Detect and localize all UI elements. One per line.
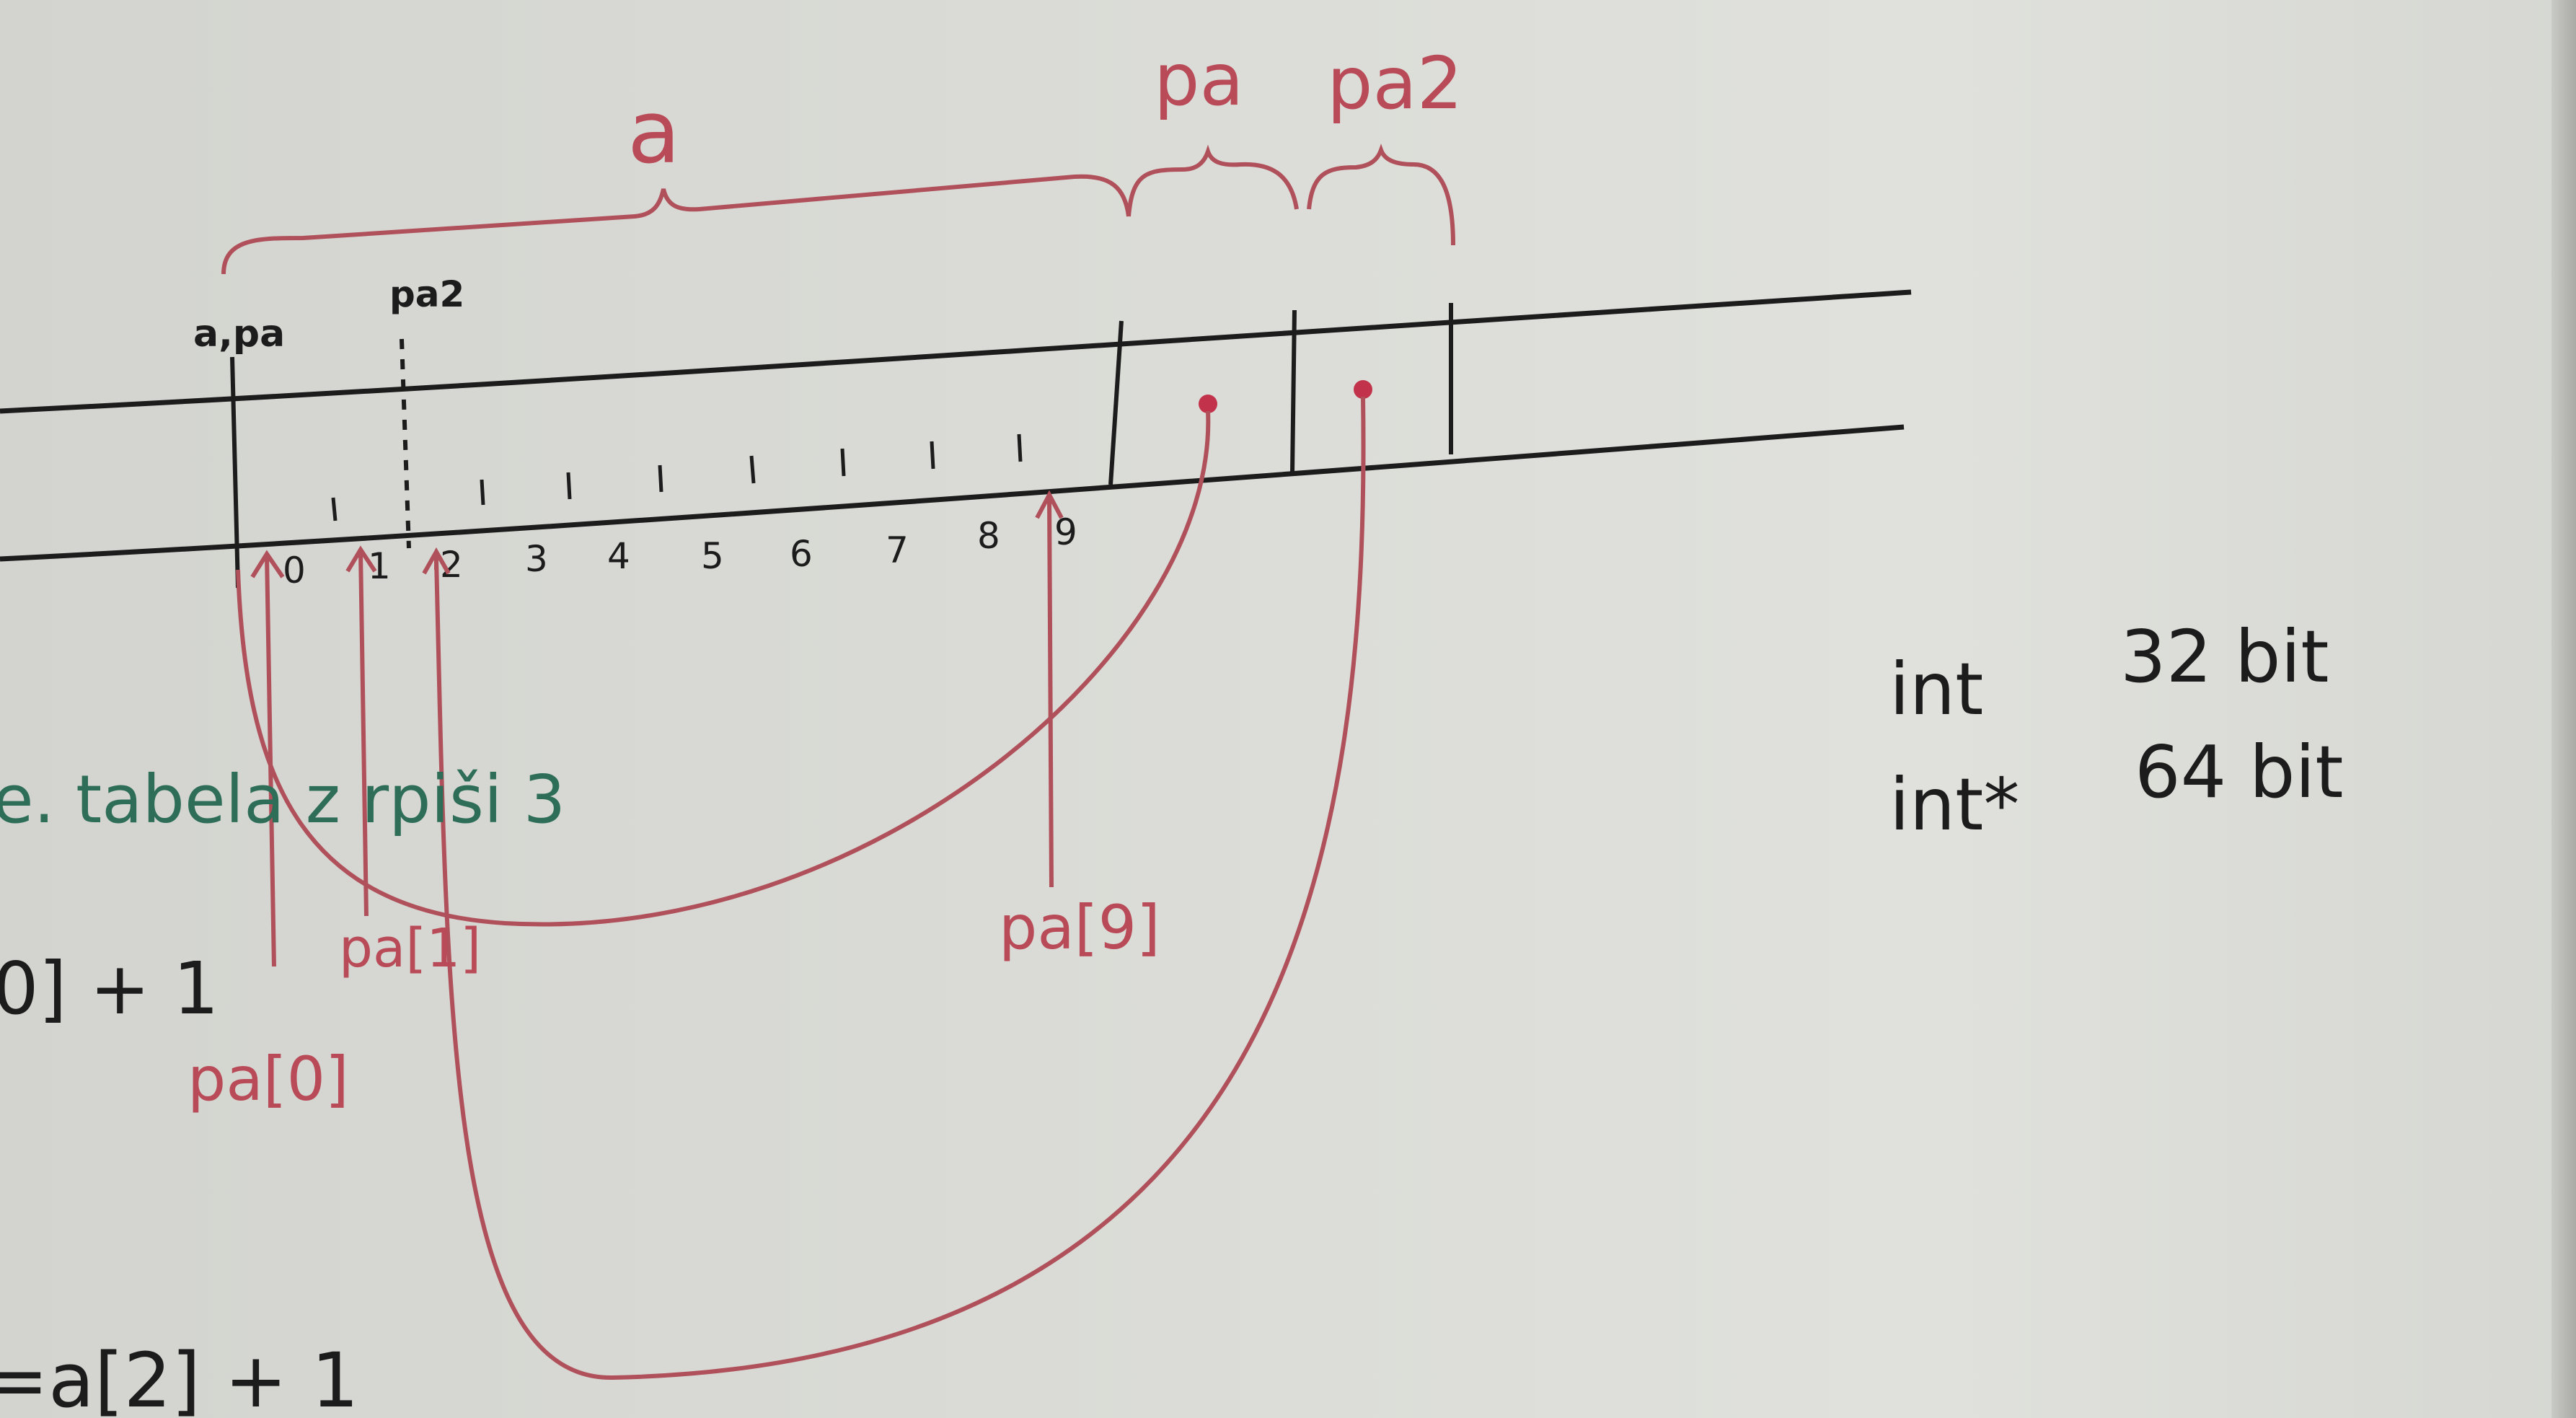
int-size-label: 32 bit	[2120, 615, 2329, 699]
pointer-arrows	[236, 396, 1366, 1380]
index-label: 5	[701, 535, 724, 577]
index-label: 8	[977, 515, 1000, 557]
index-label: 4	[607, 535, 630, 577]
pa-label: pa	[1154, 38, 1244, 122]
array-label: a	[627, 83, 681, 183]
int-type-label: int	[1889, 647, 1983, 731]
green-note: e. tabela z rpiši 3	[0, 761, 565, 838]
tick	[840, 448, 846, 477]
pa-brace	[1126, 144, 1299, 217]
a-pa-label: a,pa	[193, 312, 285, 356]
tick	[1017, 433, 1023, 462]
pa0-arrow	[250, 550, 285, 967]
whiteboard-edge	[2551, 0, 2576, 1418]
size-notes: int 32 bit int* 64 bit	[1889, 615, 2344, 847]
index-label: 6	[790, 533, 813, 575]
pa2-arrow-head	[422, 547, 451, 575]
pa2-label: pa2	[1327, 41, 1463, 125]
tick	[658, 464, 663, 493]
pa0-label: pa[0]	[188, 1044, 349, 1114]
pa2-small-label: pa2	[389, 273, 464, 315]
strip-bottom-line	[0, 424, 1905, 562]
expression-note-1: 0] + 1	[0, 946, 219, 1031]
pa-pointer-dot	[1199, 395, 1217, 413]
pa2-brace	[1307, 144, 1455, 246]
memory-strip	[0, 289, 1912, 589]
pa1-label: pa[1]	[339, 917, 481, 979]
tick	[930, 441, 935, 470]
int-pointer-type-label: int*	[1889, 762, 2019, 847]
cell-divider	[1290, 309, 1297, 473]
index-label: 7	[886, 529, 909, 571]
cell-divider	[1108, 320, 1124, 485]
tick	[749, 455, 756, 484]
pa9-label: pa[9]	[999, 892, 1160, 963]
strip-top-line	[0, 289, 1912, 414]
pa-curve	[236, 410, 1211, 927]
tick	[331, 497, 338, 521]
pa1-arrow	[345, 545, 377, 917]
pa9-arrow	[1035, 490, 1064, 888]
pa2-pointer-dot	[1354, 380, 1372, 399]
index-label: 3	[525, 538, 548, 580]
expression-note-2: =a[2] + 1	[0, 1336, 359, 1418]
index-label: 9	[1054, 511, 1077, 553]
pa2-curve	[434, 396, 1366, 1380]
index-label: 0	[283, 550, 306, 591]
tick	[480, 479, 485, 506]
array-brace	[221, 174, 1131, 275]
tick	[566, 472, 572, 500]
index-labels: 0 1 2 3 4 5 6 7 8 9	[283, 511, 1077, 591]
a-start-line	[230, 356, 240, 589]
red-braces	[221, 144, 1455, 275]
int-pointer-size-label: 64 bit	[2135, 730, 2344, 814]
pa2-dashed-line	[400, 338, 411, 549]
